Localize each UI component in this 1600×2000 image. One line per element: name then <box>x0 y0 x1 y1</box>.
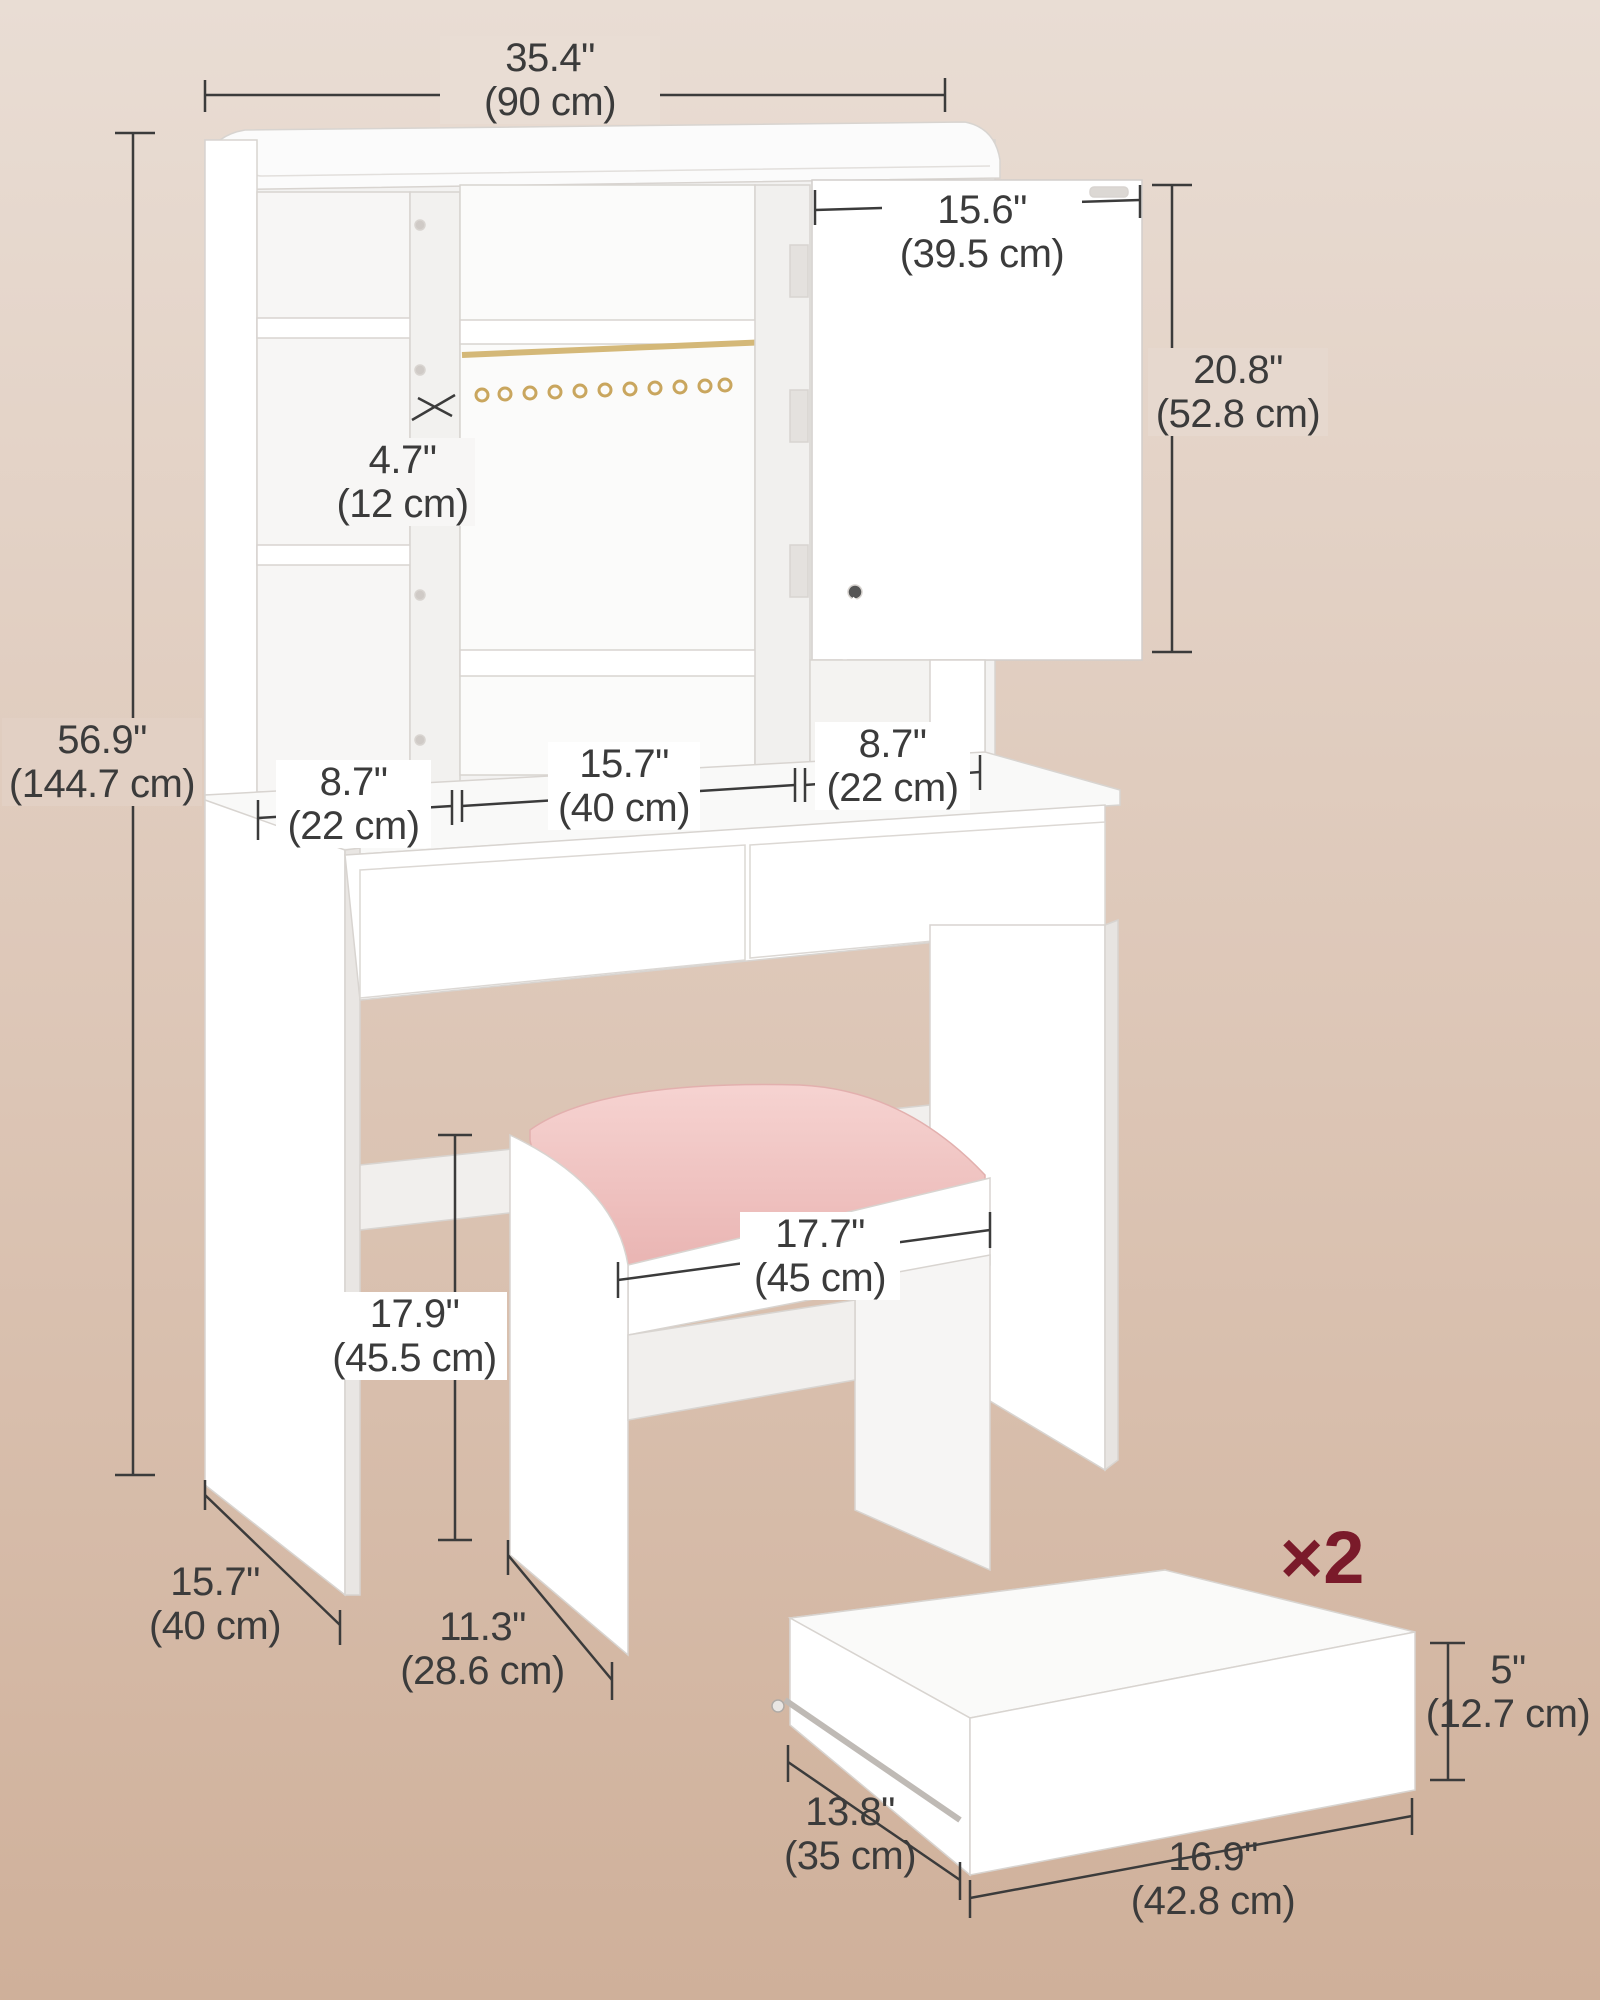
door-width-label: 15.6" (39.5 cm) <box>882 188 1082 276</box>
left-compartment-width-cm: (22 cm) <box>287 804 420 848</box>
door-width-cm: (39.5 cm) <box>899 232 1065 276</box>
drawer <box>771 1569 1416 1877</box>
vanity-depth-inch: 15.7" <box>170 1560 260 1604</box>
drawer-depth-inch: 13.8" <box>805 1790 895 1834</box>
vanity-depth-cm: (40 cm) <box>148 1604 282 1648</box>
door-height-cm: (52.8 cm) <box>1155 392 1321 436</box>
stool-width-label: 17.7" (45 cm) <box>740 1212 900 1300</box>
stool-width-inch: 17.7" <box>775 1212 865 1256</box>
stool-height-inch: 17.9" <box>369 1292 460 1336</box>
shelf-spacing-label: 4.7" (12 cm) <box>330 438 475 526</box>
door-height-inch: 20.8" <box>1193 348 1283 392</box>
right-compartment-width-inch: 8.7" <box>858 722 927 766</box>
vanity-height-cm: (144.7 cm) <box>8 762 196 806</box>
drawer-depth-cm: (35 cm) <box>783 1834 917 1878</box>
center-compartment-width-label: 15.7" (40 cm) <box>548 742 700 830</box>
vanity-width-label: 35.4" (90 cm) <box>440 36 660 124</box>
drawer-width-cm: (42.8 cm) <box>1130 1879 1296 1923</box>
stool-height-cm: (45.5 cm) <box>332 1336 497 1380</box>
center-compartment-width-cm: (40 cm) <box>557 786 691 830</box>
dimension-lines <box>115 78 1465 1918</box>
vanity-width-cm: (90 cm) <box>483 80 617 124</box>
stool-height-label: 17.9" (45.5 cm) <box>322 1292 507 1380</box>
drawer-quantity-badge: ×2 <box>1280 1516 1365 1599</box>
door-width-inch: 15.6" <box>937 188 1027 232</box>
stool <box>509 1083 991 1657</box>
stool-depth-label: 11.3" (28.6 cm) <box>390 1605 575 1693</box>
shelf-spacing-cm: (12 cm) <box>336 482 469 526</box>
vanity-height-inch: 56.9" <box>57 718 147 762</box>
right-compartment-width-cm: (22 cm) <box>826 766 959 810</box>
left-compartment-width-label: 8.7" (22 cm) <box>276 760 431 848</box>
drawer-height-cm: (12.7 cm) <box>1425 1692 1591 1736</box>
stool-width-cm: (45 cm) <box>753 1256 887 1300</box>
vanity-height-label: 56.9" (144.7 cm) <box>2 718 202 806</box>
door-height-label: 20.8" (52.8 cm) <box>1148 348 1328 436</box>
drawer-width-inch: 16.9" <box>1168 1835 1258 1879</box>
drawer-depth-label: 13.8" (35 cm) <box>770 1790 930 1878</box>
vanity-width-inch: 35.4" <box>505 36 595 80</box>
vanity-depth-label: 15.7" (40 cm) <box>130 1560 300 1648</box>
center-compartment-width-inch: 15.7" <box>579 742 669 786</box>
right-compartment-width-label: 8.7" (22 cm) <box>815 722 970 810</box>
left-compartment-width-inch: 8.7" <box>319 760 388 804</box>
shelf-spacing-inch: 4.7" <box>368 438 437 482</box>
stool-depth-inch: 11.3" <box>439 1605 526 1649</box>
drawer-height-inch: 5" <box>1490 1648 1526 1692</box>
stool-depth-cm: (28.6 cm) <box>400 1649 565 1693</box>
drawer-width-label: 16.9" (42.8 cm) <box>1118 1835 1308 1923</box>
drawer-height-label: 5" (12.7 cm) <box>1418 1648 1598 1736</box>
